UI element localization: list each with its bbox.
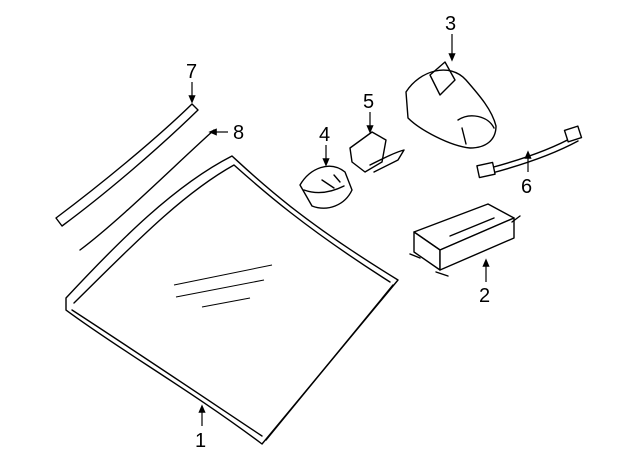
callout-2: 2	[479, 285, 490, 307]
wiring-harness	[476, 125, 583, 179]
callout-7: 7	[186, 61, 197, 83]
windshield-glass	[65, 155, 399, 445]
leader-lines	[188, 34, 532, 426]
callout-labels: 1 2 3 4 5 6 7 8	[186, 13, 532, 452]
weatherstrip	[79, 129, 215, 251]
callout-6: 6	[521, 176, 532, 198]
callout-5: 5	[363, 91, 374, 113]
mirror-cover	[405, 61, 497, 149]
control-module	[409, 203, 521, 277]
bracket-cover	[349, 131, 405, 173]
callout-1: 1	[195, 430, 206, 452]
callout-8: 8	[233, 122, 244, 144]
callout-4: 4	[319, 124, 330, 146]
sensor-bracket	[299, 165, 353, 209]
callout-3: 3	[445, 13, 456, 35]
side-molding	[55, 103, 199, 227]
